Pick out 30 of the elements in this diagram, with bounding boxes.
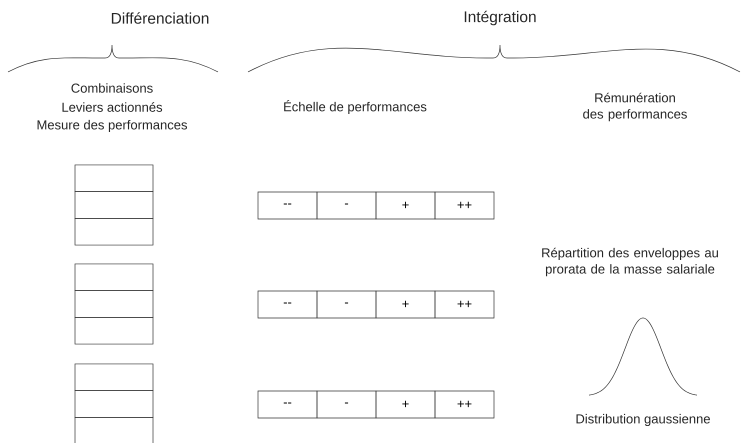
- scale-cell: +: [376, 390, 436, 418]
- empty-box: [74, 290, 154, 318]
- scale-cell: +: [376, 192, 436, 220]
- scale-cell: -: [316, 390, 376, 418]
- empty-box: [74, 316, 154, 344]
- empty-box: [74, 390, 154, 418]
- column-text: Mesure des performances: [38, 120, 188, 132]
- heading: Intégration: [464, 10, 536, 26]
- scale-cell: ++: [434, 390, 494, 418]
- scale-cell: --: [258, 390, 318, 418]
- empty-box: [74, 416, 154, 443]
- scale-cell: ++: [434, 192, 494, 220]
- empty-box: [74, 164, 154, 192]
- column-heading: Rémunération des performances: [583, 92, 687, 122]
- scale-cell: --: [258, 192, 318, 220]
- heading: Différenciation: [112, 12, 208, 24]
- empty-box: [74, 364, 154, 391]
- column-text: Combinaisons: [71, 83, 153, 93]
- empty-box: [74, 218, 154, 246]
- empty-box: [74, 191, 154, 219]
- scale-cell: +: [376, 290, 436, 318]
- annotation-text: Répartition des enveloppes au prorata de la masse salariale: [542, 248, 718, 276]
- scale-cell: -: [316, 192, 376, 220]
- empty-box: [74, 264, 154, 291]
- scale-cell: ++: [434, 290, 494, 318]
- scale-cell: -: [316, 290, 376, 318]
- column-text: Leviers actionnés: [62, 102, 162, 112]
- column-heading: Échelle de performances: [284, 100, 426, 114]
- curve-caption: Distribution gaussienne: [576, 414, 710, 426]
- scale-cell: --: [258, 290, 318, 318]
